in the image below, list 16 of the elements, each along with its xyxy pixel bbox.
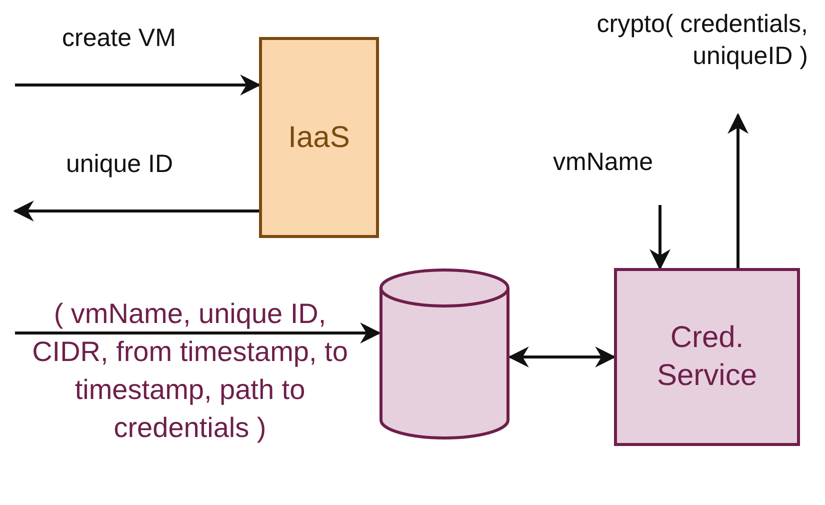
edge-label: vmName (553, 147, 654, 178)
arrow (12, 200, 259, 222)
edge-label: unique ID (66, 149, 174, 180)
arrow (15, 74, 262, 96)
process-box (259, 37, 379, 238)
node-label: Cred. Service (656, 320, 758, 394)
arrow (728, 112, 748, 268)
arrow (15, 322, 382, 344)
arrow (508, 346, 616, 368)
database-cylinder (379, 268, 510, 440)
edge-label: create VM (62, 23, 177, 54)
edge-label: crypto( credentials, uniqueID ) (596, 9, 808, 72)
node-label: IaaS (287, 120, 351, 156)
edge-label: ( vmName, unique ID, CIDR, from timestamp, to timestamp, path to credentials ) (31, 297, 349, 445)
service-box (614, 268, 800, 446)
arrow (650, 205, 670, 270)
